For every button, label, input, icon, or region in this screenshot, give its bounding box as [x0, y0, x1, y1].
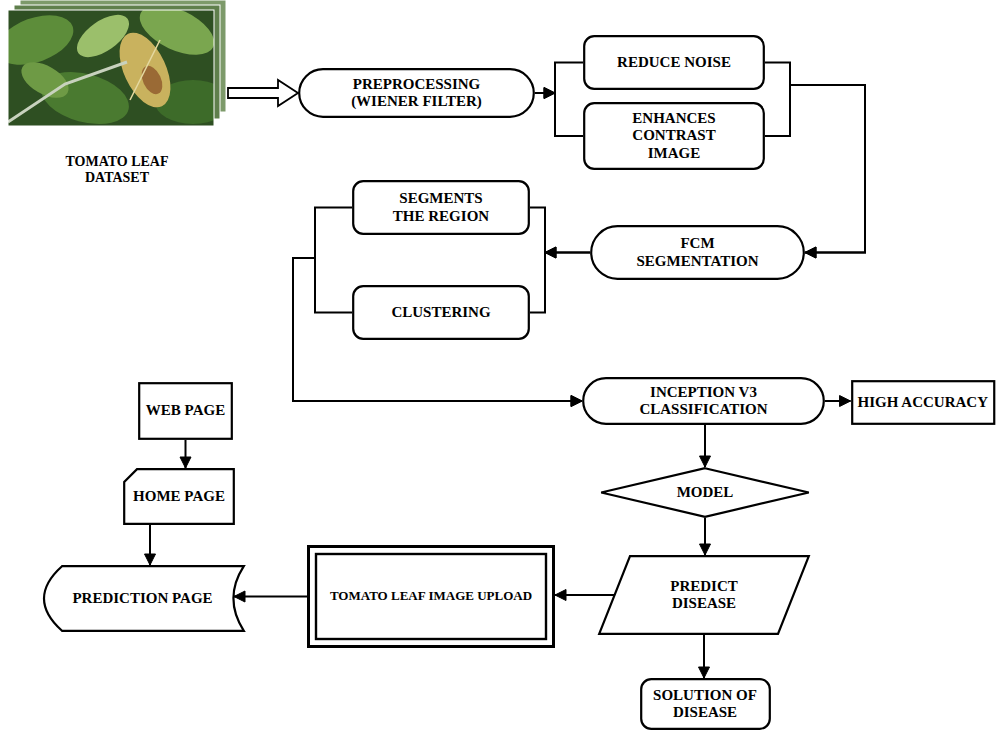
- leaf-photo-stack: [5, 0, 229, 130]
- node-label: HOME PAGE: [133, 488, 225, 505]
- node-border: [599, 556, 809, 634]
- node-border: [852, 381, 994, 424]
- node-label: PREDICT DISEASE: [654, 578, 754, 613]
- process-box: SEGMENTS THE REGION: [352, 180, 530, 235]
- arrowhead: [840, 396, 851, 407]
- card-box: HOME PAGE: [123, 468, 235, 525]
- process-box: CLUSTERING: [352, 285, 530, 340]
- node-label: WEB PAGE: [146, 402, 225, 419]
- connector: [700, 518, 711, 555]
- node-border: [601, 468, 809, 517]
- arrowhead: [180, 457, 191, 468]
- leaf-spot: [138, 63, 167, 98]
- node-border: [44, 566, 244, 631]
- page-box: WEB PAGE: [138, 382, 233, 440]
- arrowhead: [545, 247, 556, 258]
- arrowhead: [805, 247, 816, 258]
- arrowhead: [234, 591, 245, 602]
- node-label: INCEPTION V3 CLASSIFICATION: [621, 384, 786, 419]
- node-label: FCM SEGMENTATION: [628, 235, 768, 270]
- process-terminal: PREPROCESSING (WIENER FILTER): [298, 68, 535, 118]
- connector: [699, 635, 710, 678]
- connector: [700, 425, 711, 467]
- node-border: [139, 383, 232, 439]
- node-label: MODEL: [677, 484, 734, 501]
- node-label: CLUSTERING: [391, 304, 490, 321]
- node-border: [353, 286, 529, 339]
- leaf-vein: [130, 40, 160, 100]
- photo-frame: [8, 10, 214, 126]
- node-border: [309, 547, 554, 647]
- node-label: HIGH ACCURACY: [858, 394, 988, 411]
- connector-line: [535, 93, 583, 136]
- connector: [530, 247, 590, 313]
- arrowhead: [544, 88, 555, 99]
- node-inner-border: [316, 554, 546, 639]
- arrowhead: [544, 88, 555, 99]
- arrowhead: [145, 554, 156, 565]
- arrowhead: [700, 456, 711, 467]
- decision-diamond: MODEL: [600, 467, 810, 518]
- arrowhead: [805, 247, 816, 258]
- process-box: ENHANCES CONTRAST IMAGE: [583, 102, 765, 170]
- connector-line: [530, 208, 590, 253]
- diseased-leaf: [109, 25, 181, 115]
- node-border: [584, 103, 764, 169]
- stem: [8, 62, 127, 122]
- stored-data-box: PREDICTION PAGE: [40, 565, 245, 632]
- connector: [293, 208, 582, 407]
- hollow-arrow: [228, 80, 298, 106]
- arrowhead: [555, 590, 566, 601]
- connector: [180, 440, 191, 468]
- result-box: HIGH ACCURACY: [851, 380, 995, 425]
- arrowhead: [571, 396, 582, 407]
- process-terminal: FCM SEGMENTATION: [590, 225, 805, 280]
- node-border: [591, 226, 804, 279]
- connector-line: [765, 85, 865, 253]
- node-border: [584, 36, 764, 89]
- connector-line: [765, 63, 865, 253]
- connector: [293, 258, 582, 407]
- arrowhead: [700, 544, 711, 555]
- node-label: REDUCE NOISE: [617, 54, 731, 71]
- node-label: PREPROCESSING (WIENER FILTER): [332, 76, 502, 111]
- node-border: [641, 679, 770, 729]
- connector-line: [530, 253, 590, 313]
- connector-line: [293, 258, 582, 401]
- upload-box: TOMATO LEAF IMAGE UPLOAD: [307, 545, 555, 648]
- connector: [555, 590, 614, 601]
- connector-line: [293, 208, 582, 402]
- node-label: ENHANCES CONTRAST IMAGE: [619, 110, 729, 162]
- process-box: SOLUTION OF DISEASE: [640, 678, 771, 730]
- connector: [530, 208, 590, 259]
- node-border: [583, 378, 824, 424]
- connector: [765, 63, 865, 259]
- node-border: [299, 69, 534, 117]
- io-parallelogram: PREDICT DISEASE: [598, 555, 810, 635]
- photo-front: [8, 10, 214, 126]
- connector: [825, 396, 851, 407]
- node-label: SEGMENTS THE REGION: [389, 190, 494, 225]
- node-border: [124, 469, 234, 524]
- connector-line: [535, 63, 583, 94]
- dataset-figure: TOMATO LEAF DATASET: [5, 0, 230, 190]
- process-terminal: INCEPTION V3 CLASSIFICATION: [582, 377, 825, 425]
- node-label: SOLUTION OF DISEASE: [648, 687, 763, 722]
- process-box: REDUCE NOISE: [583, 35, 765, 90]
- arrowhead: [571, 396, 582, 407]
- node-label: PREDICTION PAGE: [72, 590, 212, 607]
- arrowhead: [699, 667, 710, 678]
- arrowhead: [545, 247, 556, 258]
- connector: [765, 85, 865, 258]
- node-label: TOMATO LEAF IMAGE UPLOAD: [330, 589, 532, 604]
- connector: [234, 591, 307, 602]
- node-label: TOMATO LEAF DATASET: [62, 154, 172, 186]
- node-border: [353, 181, 529, 234]
- connector: [228, 80, 298, 106]
- connector: [145, 525, 156, 565]
- connector: [535, 88, 583, 137]
